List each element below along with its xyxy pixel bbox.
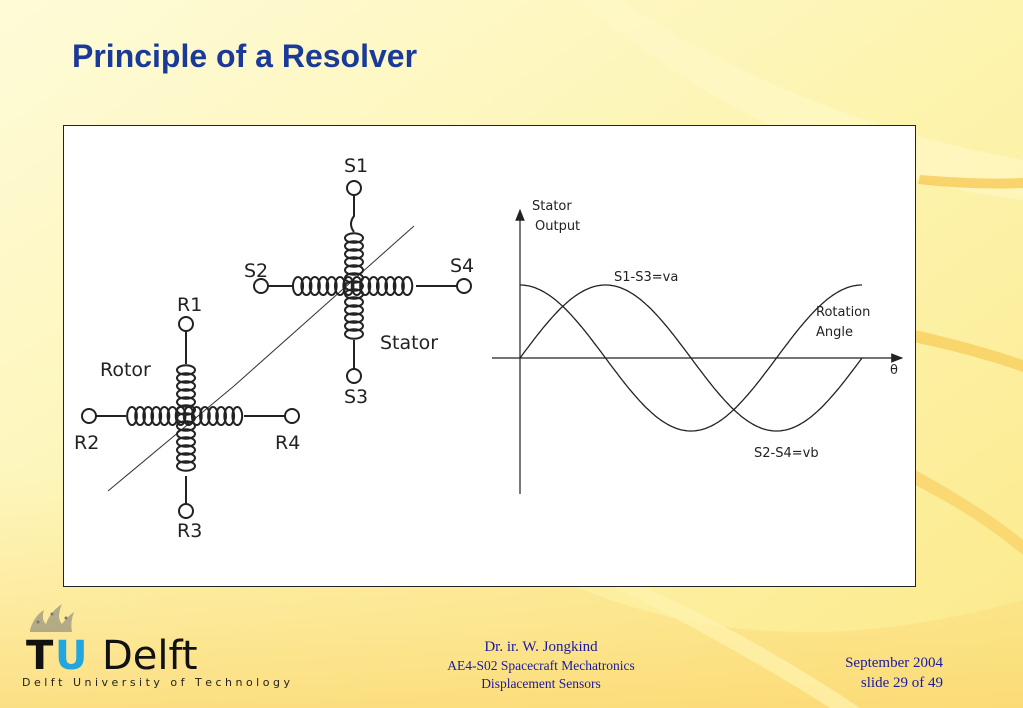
footer-course: AE4-S02 Spacecraft Mechatronics	[447, 658, 635, 673]
stator-winding	[253, 180, 472, 384]
footer-slide-number: slide 29 of 49	[860, 675, 943, 691]
label-rotor: Rotor	[100, 359, 151, 381]
coil-turn	[342, 276, 355, 296]
coil-turn	[176, 380, 196, 392]
coil-turn	[344, 248, 364, 260]
x-axis-label-line1: Rotation	[816, 305, 870, 320]
logo-tagline: D e l f t U n i v e r s i t y o f T e c …	[22, 676, 290, 689]
x-axis-label-line2: Angle	[816, 325, 853, 340]
label-s2: S2	[244, 260, 268, 282]
coil-turn	[325, 276, 338, 296]
coil-turn	[142, 406, 155, 426]
coil-turn	[344, 304, 364, 316]
coil-turn	[367, 276, 380, 296]
logo-u-letter: U	[55, 633, 87, 679]
curve-va	[519, 284, 863, 432]
coil-turn	[176, 428, 196, 440]
terminal-r3	[178, 503, 194, 519]
footer-right: September 2004 slide 29 of 49	[845, 653, 943, 693]
label-s4: S4	[450, 255, 474, 277]
y-axis-label-line1: Stator	[532, 199, 572, 214]
coil-turn	[166, 406, 179, 426]
footer-date: September 2004	[845, 655, 943, 671]
label-r1: R1	[177, 294, 202, 316]
rotor-axis-line	[107, 385, 235, 492]
tu-delft-logo: T U Delft D e l f t U n i v e r s i t y …	[22, 600, 322, 700]
terminal-r2	[81, 408, 97, 424]
stator-axis-line	[233, 225, 415, 387]
coil-turn	[401, 276, 414, 296]
logo-delft-word: Delft	[102, 633, 198, 679]
label-s3: S3	[344, 386, 368, 408]
coil-turn	[176, 436, 196, 448]
curve-vb-label: S2-S4=vb	[754, 446, 819, 461]
coil-turn	[176, 444, 196, 456]
footer-center: Dr. ir. W. Jongkind AE4-S02 Spacecraft M…	[391, 638, 691, 693]
coil-turn	[384, 276, 397, 296]
rotor-winding	[81, 316, 300, 519]
x-axis-symbol: θ	[890, 363, 898, 378]
label-r3: R3	[177, 520, 202, 542]
coil-turn	[350, 276, 363, 296]
footer-author: Dr. ir. W. Jongkind	[484, 639, 598, 655]
curve-vb	[520, 284, 862, 432]
coil-turn	[317, 276, 330, 296]
coil-turn	[215, 406, 227, 426]
coil-turn	[344, 264, 364, 276]
coil-turn	[199, 406, 211, 426]
coil-turn	[223, 406, 236, 426]
coil-turn	[158, 406, 171, 426]
label-s1: S1	[344, 155, 368, 177]
coil-turn	[182, 406, 195, 426]
label-stator: Stator	[380, 332, 438, 354]
slide-title: Principle of a Resolver	[72, 38, 418, 74]
coil-turn	[174, 406, 187, 426]
coil-turn	[291, 276, 305, 296]
coil-turn	[190, 406, 203, 426]
label-r2: R2	[74, 432, 99, 454]
label-r4: R4	[275, 432, 300, 454]
coil-turn	[176, 420, 196, 432]
coil-turn	[126, 406, 138, 426]
coil-turn	[300, 276, 313, 296]
coil-turn	[344, 232, 364, 244]
coil-turn	[359, 276, 372, 296]
coil-turn	[176, 388, 196, 400]
coil-turn	[344, 328, 364, 340]
coil-turn	[134, 406, 146, 426]
terminal-s3	[346, 368, 362, 384]
resolver-diagram: S1 S2 S3 S4 Stator R1 R2 R3 R4 Rotor Sta…	[74, 155, 904, 542]
coil-turn	[176, 364, 196, 376]
logo-t-letter: T	[26, 633, 54, 679]
coil-turn	[207, 406, 219, 426]
coil-turn	[344, 256, 364, 268]
terminal-s4	[456, 278, 472, 294]
flame-icon	[30, 604, 74, 632]
curve-va-label: S1-S3=va	[614, 270, 678, 285]
coil-turn	[344, 296, 364, 308]
resolver-figure: S1 S2 S3 S4 Stator R1 R2 R3 R4 Rotor Sta…	[63, 125, 916, 587]
coil-turn	[375, 276, 389, 296]
terminal-r4	[284, 408, 300, 424]
coil-turn	[344, 240, 364, 252]
terminal-s1	[346, 180, 362, 196]
coil-turn	[176, 460, 196, 472]
footer-topic: Displacement Sensors	[481, 676, 601, 691]
terminal-r1	[178, 316, 194, 332]
coil-turn	[333, 276, 347, 296]
coil-turn	[231, 406, 244, 426]
coil-turn	[150, 406, 163, 426]
coil-turn	[176, 396, 196, 408]
coil-turn	[344, 320, 364, 332]
coil-turn	[176, 372, 196, 384]
coil-turn	[344, 312, 364, 324]
coil-turn	[176, 452, 196, 464]
coil-turn	[392, 276, 405, 296]
y-axis-label-line2: Output	[535, 219, 580, 234]
coil-turn	[308, 276, 321, 296]
